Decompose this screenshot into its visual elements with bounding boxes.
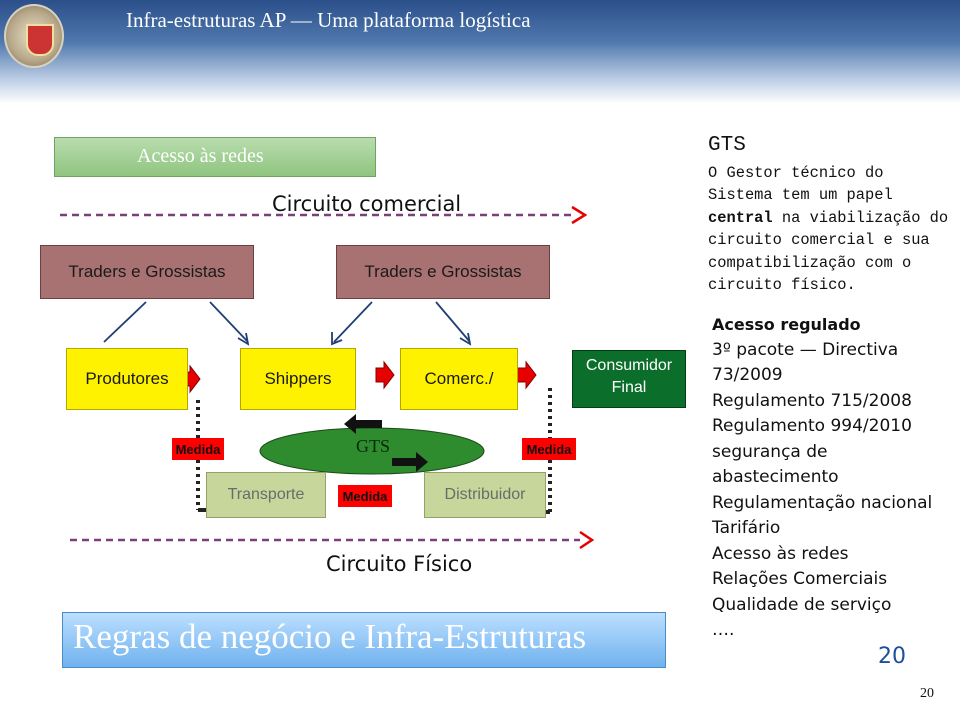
medida-middle-chip: Medida xyxy=(338,485,392,507)
distribuidor-label: Distribuidor xyxy=(444,486,526,503)
circuito-comercial-arrowhead xyxy=(571,205,588,225)
acesso-item: Relações Comerciais xyxy=(712,569,888,589)
acesso-item: Regulamento 715/2008 xyxy=(712,390,912,411)
acesso-regulado-panel: Acesso regulado 3º pacote — Directiva 73… xyxy=(712,312,952,644)
acesso-item: 73/2009 xyxy=(712,365,783,385)
acesso-regulado-heading: Acesso regulado xyxy=(712,315,861,334)
red-arrow-3 xyxy=(515,360,537,390)
gts-arrow-left xyxy=(344,414,382,434)
acesso-redes-box: Acesso às redes xyxy=(54,137,376,177)
final-label: Final xyxy=(611,379,647,396)
comerc-box: Comerc./ xyxy=(400,348,518,410)
acesso-item: 3º pacote — Directiva xyxy=(712,339,899,360)
connector-3 xyxy=(333,301,373,343)
transporte-label: Transporte xyxy=(227,486,305,503)
traders-left-label: Traders e Grossistas xyxy=(68,262,226,281)
circuito-comercial-label: Circuito comercial xyxy=(272,192,462,216)
connector-3-arrow xyxy=(331,332,343,346)
traders-left-box: Traders e Grossistas xyxy=(40,245,254,299)
coat-of-arms-logo xyxy=(4,4,64,68)
medida-right-chip: Medida xyxy=(522,438,576,460)
connector-2-arrow xyxy=(237,332,250,346)
gts-panel-text: O Gestor técnico do Sistema tem um papel… xyxy=(708,162,948,296)
gts-label: GTS xyxy=(356,436,391,456)
produtores-label: Produtores xyxy=(85,369,169,388)
acesso-item: Regulamentação nacional xyxy=(712,492,933,513)
acesso-item: …. xyxy=(712,620,735,640)
rules-banner: Regras de negócio e Infra-Estruturas xyxy=(62,612,666,668)
slide-title: Infra-estruturas AP — Uma plataforma log… xyxy=(126,8,531,32)
page-number-large: 20 xyxy=(878,644,906,669)
acesso-redes-label: Acesso às redes xyxy=(137,145,264,167)
acesso-item: Regulamento 994/2010 xyxy=(712,416,912,436)
page-number-small: 20 xyxy=(920,686,934,701)
acesso-item: Acesso às redes xyxy=(712,543,849,564)
consumidor-label: Consumidor xyxy=(585,357,673,374)
acesso-item: Tarifário xyxy=(712,518,781,538)
traders-right-box: Traders e Grossistas xyxy=(336,245,550,299)
medida-left-chip: Medida xyxy=(172,438,224,460)
connector-4-arrow xyxy=(459,332,472,346)
gts-line-6: circuito físico. xyxy=(708,276,856,295)
red-arrow-2 xyxy=(375,360,395,390)
gts-line-5: compatibilização com o xyxy=(708,253,912,272)
gts-line-2: Sistema tem um papel xyxy=(708,186,893,205)
traders-right-label: Traders e Grossistas xyxy=(364,262,522,281)
distribuidor-box: Distribuidor xyxy=(424,472,546,518)
circuito-fisico-arrowhead xyxy=(579,530,595,550)
gts-line-3-rest: na viabilização do xyxy=(772,208,949,227)
rules-banner-label: Regras de negócio e Infra-Estruturas xyxy=(73,617,587,656)
gts-line-1: O Gestor técnico do xyxy=(708,164,884,182)
acesso-item: Qualidade de serviço xyxy=(712,594,892,615)
shippers-label: Shippers xyxy=(264,369,332,388)
connector-2 xyxy=(209,301,249,343)
acesso-item: segurança de xyxy=(712,441,828,462)
gts-line-3-bold: central xyxy=(708,208,773,227)
gts-line-4: circuito comercial e sua xyxy=(708,231,930,250)
slide-header xyxy=(0,0,960,104)
shippers-box: Shippers xyxy=(240,348,356,410)
consumidor-final-box: Consumidor Final xyxy=(572,350,686,408)
gts-line-3: central na viabilização do xyxy=(708,207,948,229)
gts-panel-heading: GTS xyxy=(708,134,746,157)
gts-arrow-right xyxy=(392,452,428,472)
coat-of-arms-shield-icon xyxy=(26,24,54,56)
comerc-label: Comerc./ xyxy=(424,369,494,388)
produtores-box: Produtores xyxy=(66,348,188,410)
acesso-item: abastecimento xyxy=(712,467,839,487)
connector-4 xyxy=(435,301,471,343)
circuito-fisico-label: Circuito Físico xyxy=(326,552,473,576)
transporte-box: Transporte xyxy=(206,472,326,518)
connector-1 xyxy=(103,301,147,343)
